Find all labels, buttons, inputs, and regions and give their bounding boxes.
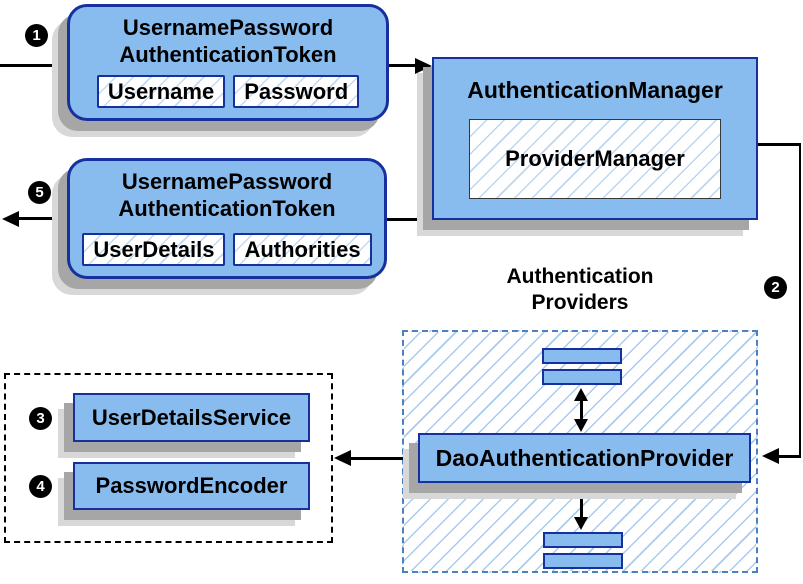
authentication-manager-title: AuthenticationManager [467,77,723,103]
request-token-title-line1: UsernamePassword [122,15,334,40]
provider-stack-bar [542,369,622,385]
provider-stack-bar [543,532,623,548]
request-token-fields: Username Password [70,75,386,108]
manager-to-provider-line-top [757,143,801,146]
dao-authentication-provider-box: DaoAuthenticationProvider [418,433,751,483]
authentication-providers-label: Authentication Providers [402,264,758,316]
double-arrow-top-up-icon [574,388,588,401]
double-arrow-bottom-down-icon [574,517,588,530]
manager-to-result-line [381,218,433,221]
result-token-box: UsernamePassword AuthenticationToken Use… [67,158,387,279]
double-arrow-top-down-icon [574,419,588,432]
authentication-manager-box: AuthenticationManager ProviderManager [432,57,758,220]
result-token-title-line1: UsernamePassword [121,169,333,194]
password-encoder-box: PasswordEncoder [73,462,310,510]
authorities-field: Authorities [233,233,372,266]
authentication-providers-label-line2: Providers [531,291,629,314]
step-1-badge: 1 [25,24,48,47]
request-in-line [0,64,69,67]
provider-stack-bar [542,348,622,364]
user-details-service-box: UserDetailsService [73,393,310,442]
manager-to-provider-line-vertical [798,143,801,457]
manager-to-provider-arrowhead-icon [762,448,779,464]
step-2-badge: 2 [764,276,787,299]
password-field: Password [233,75,360,108]
manager-to-provider-line-bottom [779,455,801,458]
result-out-line [16,217,68,220]
userdetails-field: UserDetails [82,233,226,266]
collaborators-container [4,373,333,543]
token-to-manager-line [388,64,416,67]
step-4-badge: 4 [29,475,52,498]
result-token-title: UsernamePassword AuthenticationToken [70,168,384,222]
authentication-providers-label-line1: Authentication [506,265,654,288]
provider-to-collaborators-line [350,457,419,460]
request-token-title: UsernamePassword AuthenticationToken [70,14,386,68]
provider-manager-box: ProviderManager [469,119,721,199]
result-out-arrowhead-icon [2,210,19,227]
request-token-title-line2: AuthenticationToken [119,42,337,67]
username-field: Username [96,75,226,108]
request-token-box: UsernamePassword AuthenticationToken Use… [67,4,389,121]
step-5-badge: 5 [28,181,51,204]
result-token-fields: UserDetails Authorities [70,233,384,266]
provider-to-collaborators-arrowhead-icon [334,450,351,466]
step-3-badge: 3 [29,407,52,430]
provider-stack-bar [543,553,623,569]
token-to-manager-arrowhead-icon [415,57,432,74]
double-arrow-bottom-shaft [580,494,583,522]
double-arrow-bottom-up-icon [574,486,588,499]
result-token-title-line2: AuthenticationToken [118,196,336,221]
double-arrow-top-shaft [580,396,583,425]
